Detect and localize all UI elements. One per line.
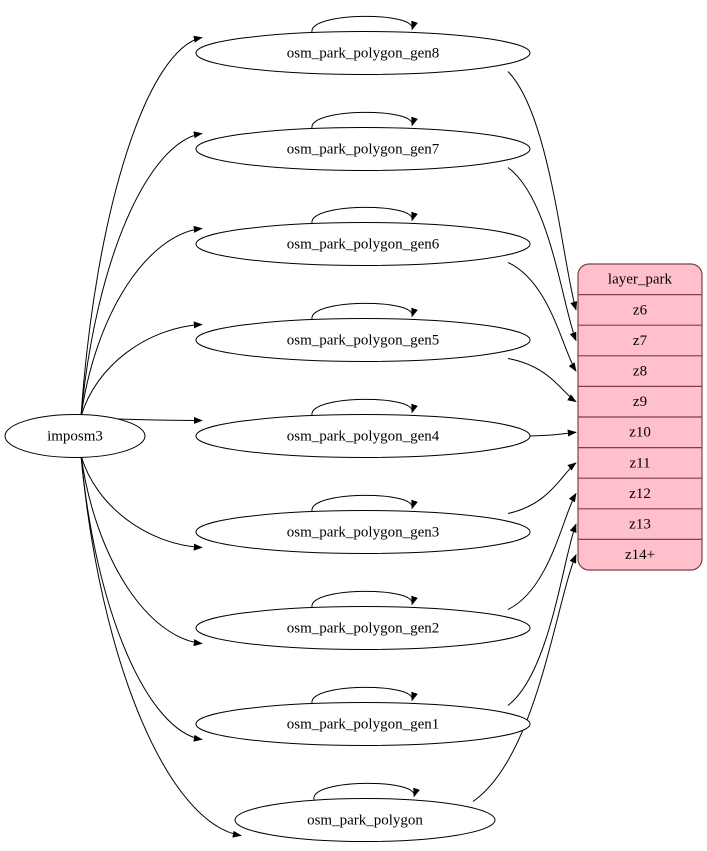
self-loop-edges-layer (311, 15, 420, 800)
node-osm_park_polygon_gen8[interactable]: osm_park_polygon_gen8 (195, 31, 531, 75)
edge-imposm3-to-osm_park_polygon_gen1[interactable] (80, 455, 203, 742)
table-row-z14+[interactable]: z14+ (625, 547, 655, 563)
edge-osm_park_polygon_gen5-to-z9[interactable] (507, 358, 577, 403)
node-label-osm_park_polygon_gen1: osm_park_polygon_gen1 (287, 716, 439, 732)
self-loop-edge-osm_park_polygon_gen6[interactable] (311, 206, 418, 224)
node-ellipse-osm_park_polygon_gen5 (195, 318, 531, 362)
node-label-osm_park_polygon_gen5: osm_park_polygon_gen5 (287, 332, 439, 348)
node-ellipse-osm_park_polygon (234, 798, 496, 842)
node-osm_park_polygon_gen5[interactable]: osm_park_polygon_gen5 (195, 318, 531, 362)
self-loop-edge-osm_park_polygon_gen4[interactable] (311, 398, 418, 416)
edge-imposm3-to-osm_park_polygon_gen7[interactable] (80, 131, 203, 417)
edge-imposm3-to-osm_park_polygon_gen8[interactable] (80, 35, 203, 417)
node-osm_park_polygon[interactable]: osm_park_polygon (234, 798, 496, 842)
self-loop-edge-osm_park_polygon[interactable] (313, 782, 420, 800)
node-osm_park_polygon_gen2[interactable]: osm_park_polygon_gen2 (195, 606, 531, 650)
self-loop-edge-osm_park_polygon_gen3[interactable] (311, 494, 418, 512)
node-osm_park_polygon_gen3[interactable]: osm_park_polygon_gen3 (195, 510, 531, 554)
node-ellipse-osm_park_polygon_gen6 (195, 222, 531, 266)
edge-imposm3-to-osm_park_polygon[interactable] (80, 455, 242, 838)
edge-osm_park_polygon_gen6-to-z8[interactable] (507, 262, 577, 372)
self-loop-edge-osm_park_polygon_gen7[interactable] (311, 111, 418, 129)
self-loop-edge-osm_park_polygon_gen2[interactable] (311, 590, 418, 608)
table-row-z10[interactable]: z10 (629, 425, 651, 441)
table-row-z6[interactable]: z6 (633, 302, 648, 318)
node-label-osm_park_polygon: osm_park_polygon (307, 812, 423, 828)
layer-park-table: layer_park z6 z7 z8 z9 z10 z11 z12 z13 z14+ (577, 263, 703, 571)
table-row-z7[interactable]: z7 (633, 333, 648, 349)
node-ellipse-osm_park_polygon_gen3 (195, 510, 531, 554)
node-osm_park_polygon_gen1[interactable]: osm_park_polygon_gen1 (195, 702, 531, 746)
table-row-z9[interactable]: z9 (633, 394, 647, 410)
self-loop-edge-osm_park_polygon_gen1[interactable] (311, 686, 418, 704)
node-label-osm_park_polygon_gen3: osm_park_polygon_gen3 (287, 524, 439, 540)
table-row-z13[interactable]: z13 (629, 517, 651, 533)
node-label-osm_park_polygon_gen4: osm_park_polygon_gen4 (287, 428, 440, 444)
node-label-osm_park_polygon_gen7: osm_park_polygon_gen7 (287, 141, 440, 157)
node-osm_park_polygon_gen6[interactable]: osm_park_polygon_gen6 (195, 222, 531, 266)
edge-osm_park_polygon_gen7-to-z7[interactable] (507, 167, 577, 342)
node-label-osm_park_polygon_gen6: osm_park_polygon_gen6 (287, 236, 440, 252)
node-label-osm_park_polygon_gen8: osm_park_polygon_gen8 (287, 45, 439, 61)
node-ellipse-osm_park_polygon_gen7 (195, 127, 531, 171)
edge-osm_park_polygon_gen1-to-z13[interactable] (507, 523, 577, 706)
node-ellipse-osm_park_polygon_gen1 (195, 702, 531, 746)
self-loop-edge-osm_park_polygon_gen5[interactable] (311, 302, 418, 320)
edge-osm_park_polygon_gen3-to-z11[interactable] (507, 462, 577, 514)
table-row-z12[interactable]: z12 (629, 486, 651, 502)
edge-osm_park_polygon-to-z14+[interactable] (472, 553, 577, 802)
edge-osm_park_polygon_gen2-to-z12[interactable] (507, 492, 577, 610)
self-loop-edge-osm_park_polygon_gen8[interactable] (311, 15, 418, 33)
edge-osm_park_polygon_gen8-to-z6[interactable] (507, 71, 578, 311)
node-label-imposm3: imposm3 (47, 428, 103, 444)
node-ellipse-imposm3 (4, 414, 146, 458)
edge-imposm3-to-osm_park_polygon_gen2[interactable] (80, 455, 203, 647)
table-row-z8[interactable]: z8 (633, 364, 647, 380)
node-osm_park_polygon_gen7[interactable]: osm_park_polygon_gen7 (195, 127, 531, 171)
edge-imposm3-to-osm_park_polygon_gen5[interactable] (80, 321, 203, 417)
edges-layer (80, 35, 578, 838)
node-imposm3[interactable]: imposm3 (4, 414, 146, 458)
node-ellipse-osm_park_polygon_gen8 (195, 31, 531, 75)
edge-imposm3-to-osm_park_polygon_gen3[interactable] (80, 455, 203, 551)
table-row-z11[interactable]: z11 (629, 455, 650, 471)
node-ellipse-osm_park_polygon_gen2 (195, 606, 531, 650)
nodes-layer: imposm3 osm_park_polygon_gen8 osm_park_pol… (4, 31, 531, 842)
edge-osm_park_polygon_gen4-to-z10[interactable] (529, 429, 577, 437)
node-label-osm_park_polygon_gen2: osm_park_polygon_gen2 (287, 620, 439, 636)
table-header-layer-park: layer_park (608, 272, 673, 288)
edge-imposm3-to-osm_park_polygon_gen6[interactable] (80, 225, 203, 417)
node-ellipse-osm_park_polygon_gen4 (195, 414, 531, 458)
node-osm_park_polygon_gen4[interactable]: osm_park_polygon_gen4 (195, 414, 531, 458)
